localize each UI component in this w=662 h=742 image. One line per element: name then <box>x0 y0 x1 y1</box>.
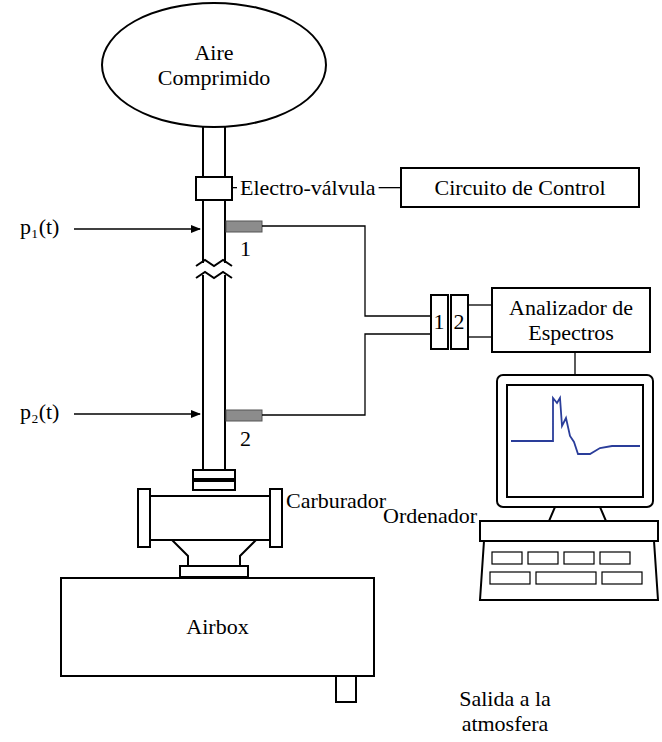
node-text: Airbox <box>186 614 248 639</box>
callout-number: 1 <box>240 236 251 261</box>
node-text: Analizador de Espectros <box>503 295 639 346</box>
pressure-arrow <box>74 413 200 415</box>
control-box: Circuito de Control <box>400 167 640 208</box>
air-reservoir: Aire Comprimido <box>101 2 327 128</box>
pressure-arrow <box>74 228 200 230</box>
keyboard-keys <box>490 552 642 584</box>
leader-line <box>379 187 400 188</box>
airbox-box: Airbox <box>60 577 375 677</box>
signal-cable <box>469 305 492 337</box>
pressure-sensor <box>226 221 262 232</box>
sensor-wire <box>262 334 430 415</box>
leader-line <box>232 187 237 188</box>
sensor-wire <box>262 226 430 316</box>
node-text: Circuito de Control <box>434 175 605 200</box>
callout-number: 2 <box>240 426 251 451</box>
node-text: 2 <box>454 309 465 334</box>
pressure-sensor <box>226 410 262 421</box>
analyzer-box: Analizador de Espectros <box>491 287 651 354</box>
part-name: Electro-válvula <box>240 175 376 200</box>
node-text: 1 <box>434 309 445 334</box>
data-cable <box>574 350 575 375</box>
signal-name: p₁(t) <box>20 214 59 239</box>
node-text: Aire Comprimido <box>139 40 289 91</box>
outlet-pipe <box>336 676 356 702</box>
computer-drawing <box>480 375 658 600</box>
carburettor-drawing <box>138 470 282 577</box>
signal-name: p₂(t) <box>20 399 59 424</box>
part-name: Ordenador <box>383 503 477 528</box>
spectrum-trace <box>511 398 640 454</box>
amplifier-box: 1 <box>430 294 449 350</box>
part-name: Carburador <box>286 488 386 513</box>
amplifier-box: 2 <box>450 294 469 350</box>
note: Salida a la atmosfera <box>440 686 570 737</box>
